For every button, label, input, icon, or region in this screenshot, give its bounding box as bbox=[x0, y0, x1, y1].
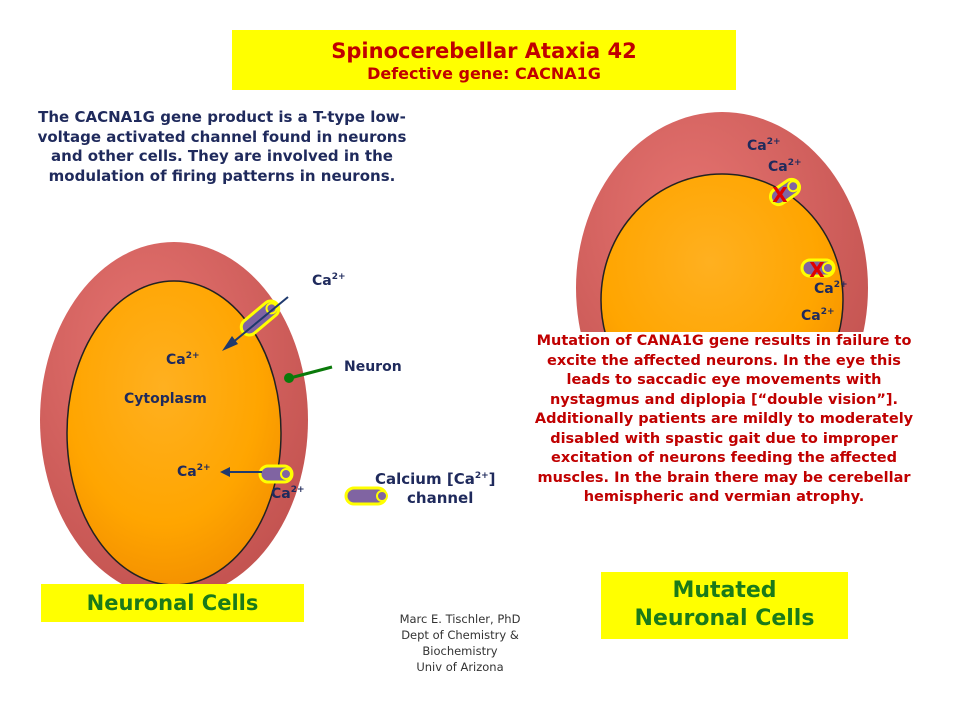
charge-text: 2+ bbox=[185, 351, 200, 361]
channel-legend-icon bbox=[344, 486, 388, 506]
caption-mutated-cells: Mutated Neuronal Cells bbox=[601, 572, 848, 639]
ca-label-mut-1: Ca2+ bbox=[747, 137, 781, 154]
legend-text: ] bbox=[488, 470, 496, 488]
ion-text: Ca bbox=[747, 138, 767, 154]
author-dept: Dept of Chemistry & bbox=[401, 628, 519, 642]
channel-legend-line2: channel bbox=[407, 489, 474, 507]
arrowhead-icon bbox=[222, 336, 238, 351]
caption-mutated-line1: Mutated bbox=[672, 578, 777, 603]
author-credit: Marc E. Tischler, PhD Dept of Chemistry … bbox=[370, 611, 550, 675]
mutation-description: Mutation of CANA1G gene results in failu… bbox=[528, 332, 920, 508]
ca-label-lower-outside: Ca2+ bbox=[271, 485, 305, 502]
neuron-pointer-dot bbox=[284, 373, 294, 383]
mutated-neuron bbox=[576, 112, 868, 335]
page-subtitle: Defective gene: CACNA1G bbox=[367, 64, 601, 83]
block-x-icon: X bbox=[772, 183, 788, 207]
arrowhead-icon bbox=[220, 467, 230, 477]
mutated-cytoplasm bbox=[600, 173, 844, 335]
ion-text: Ca bbox=[271, 486, 291, 502]
ion-text: Ca bbox=[177, 464, 197, 480]
charge-text: 2+ bbox=[196, 463, 211, 473]
legend-text: Calcium [Ca bbox=[375, 470, 475, 488]
block-x-icon: X bbox=[809, 258, 825, 282]
blocked-channel-side bbox=[800, 258, 836, 278]
ion-text: Ca bbox=[801, 308, 821, 324]
ca-label-mut-2: Ca2+ bbox=[768, 158, 802, 175]
channel-legend-line1: Calcium [Ca2+] bbox=[375, 470, 496, 488]
ion-text: Ca bbox=[814, 281, 834, 297]
author-university: Univ of Arizona bbox=[416, 660, 504, 674]
ion-text: Ca bbox=[768, 159, 788, 175]
ca-label-mut-4: Ca2+ bbox=[801, 307, 835, 324]
charge-text: 2+ bbox=[787, 158, 802, 168]
author-name: Marc E. Tischler, PhD bbox=[399, 612, 521, 626]
normal-neuron bbox=[40, 242, 308, 598]
intro-text: The CACNA1G gene product is a T-type low… bbox=[37, 108, 407, 185]
neuron-pointer bbox=[289, 365, 333, 380]
ca-label-outside: Ca2+ bbox=[312, 272, 346, 289]
calcium-channel-lower bbox=[258, 464, 294, 484]
charge-text: 2+ bbox=[474, 471, 489, 481]
charge-text: 2+ bbox=[820, 307, 835, 317]
charge-text: 2+ bbox=[290, 485, 305, 495]
charge-text: 2+ bbox=[331, 272, 346, 282]
charge-text: 2+ bbox=[766, 137, 781, 147]
author-dept-2: Biochemistry bbox=[422, 644, 498, 658]
neuron-label: Neuron bbox=[344, 359, 402, 375]
ion-text: Ca bbox=[312, 273, 332, 289]
charge-text: 2+ bbox=[833, 280, 848, 290]
caption-normal-cells: Neuronal Cells bbox=[41, 584, 304, 622]
blocked-channel-top bbox=[768, 177, 802, 207]
caption-mutated-line2: Neuronal Cells bbox=[634, 606, 815, 631]
title-banner: Spinocerebellar Ataxia 42 Defective gene… bbox=[232, 30, 736, 90]
cytoplasm-label: Cytoplasm bbox=[124, 391, 207, 407]
ca-label-lower-inside: Ca2+ bbox=[177, 463, 211, 480]
page-title: Spinocerebellar Ataxia 42 bbox=[331, 39, 637, 63]
ion-text: Ca bbox=[166, 352, 186, 368]
ca-label-inside: Ca2+ bbox=[166, 351, 200, 368]
ca-label-mut-3: Ca2+ bbox=[814, 280, 848, 297]
calcium-influx-arrow bbox=[225, 296, 289, 349]
